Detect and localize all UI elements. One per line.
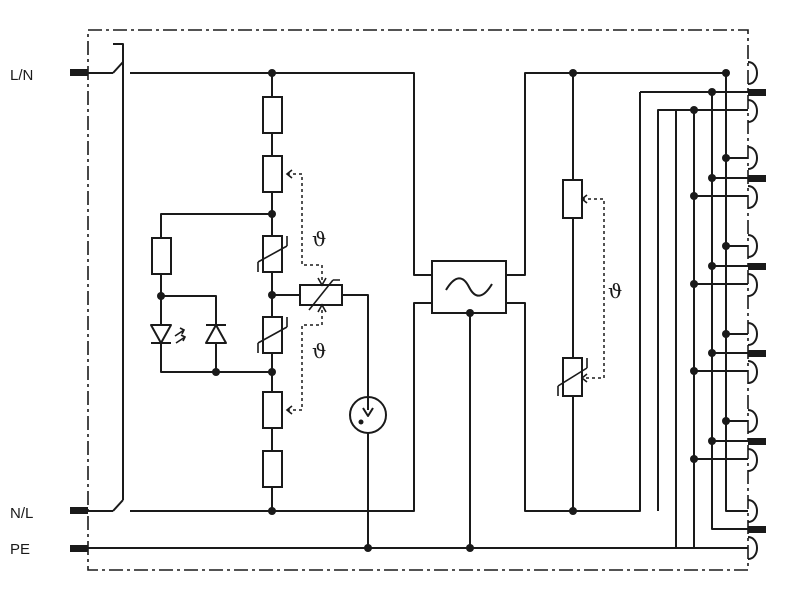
diode (205, 324, 227, 344)
junction-dots-right (690, 69, 730, 463)
fuse-3 (262, 391, 283, 429)
theta-symbol-2: ϑ (312, 339, 326, 363)
terminal-label-pe: PE (10, 541, 30, 558)
led-diode (150, 324, 172, 344)
distribution-lines (640, 73, 748, 548)
theta-symbol-3: ϑ (608, 279, 622, 303)
terminal-block-pe (70, 545, 88, 552)
terminal-label-nl: N/L (10, 505, 33, 522)
thermal-disconnector (272, 279, 387, 552)
indicator-resistor (151, 237, 172, 275)
indicator-branch (150, 213, 272, 376)
fuse-4 (262, 450, 283, 488)
terminal-label-ln: L/N (10, 67, 33, 84)
enclosure-frame (87, 29, 749, 571)
thermal-coupling-lines (285, 169, 327, 415)
terminal-block-nl (70, 507, 88, 514)
output-fuse (562, 179, 583, 219)
protection-branch (257, 69, 288, 515)
theta-symbol-1: ϑ (312, 227, 326, 251)
fuse-1 (262, 96, 283, 134)
filter-block (431, 260, 507, 552)
line-ln (88, 43, 432, 276)
right-terminals (694, 61, 766, 560)
terminal-block-ln (70, 69, 88, 76)
fuse-2 (262, 155, 283, 193)
output-branch (506, 69, 726, 515)
